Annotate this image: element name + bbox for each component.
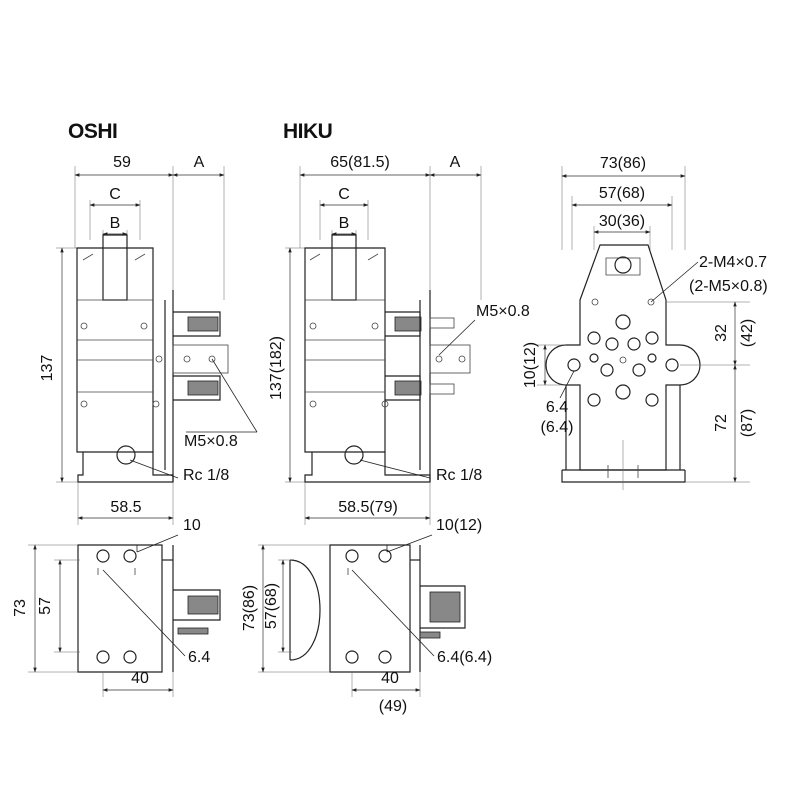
- side-dim-42-label: (42): [739, 319, 756, 347]
- side-inner-width-label: 30(36): [599, 213, 645, 230]
- oshi-height-label: 137: [39, 355, 56, 382]
- oshi-front-view: 59 A C B 137: [39, 154, 258, 525]
- oshi-base-width-label: 58.5: [110, 499, 141, 516]
- hiku-pipe-thread-label: Rc 1/8: [436, 467, 482, 484]
- oshi-outer-height-label: 73: [12, 599, 29, 617]
- side-total-width-label: 73(86): [600, 155, 646, 172]
- hiku-base-width-label: 58.5(79): [338, 499, 398, 516]
- side-hole-alt-label: (6.4): [541, 419, 574, 436]
- oshi-bottom-view: 73 57 10 6.4 40: [12, 517, 221, 697]
- oshi-a-label: A: [194, 154, 205, 171]
- hiku-bottom-view: 73(86) 57(68) 10(12) 6.4(6.4) 40 (49): [241, 517, 492, 715]
- side-mid-width-label: 57(68): [599, 185, 645, 202]
- oshi-hole-dia-label: 6.4: [188, 649, 210, 666]
- side-tap-label: 2-M4×0.7: [699, 254, 767, 271]
- oshi-inner-height-label: 57: [37, 597, 54, 615]
- hiku-hole-dia-label: 6.4(6.4): [437, 649, 492, 666]
- hiku-height-label: 137(182): [268, 336, 285, 400]
- hiku-a-label: A: [450, 154, 461, 171]
- hiku-port-thread-label: M5×0.8: [476, 303, 530, 320]
- oshi-port-thread-label: M5×0.8: [184, 433, 238, 450]
- hiku-inner-height-label: 57(68): [263, 583, 280, 629]
- hiku-hole-pitch-label: 40: [381, 670, 399, 687]
- side-hole-label: 6.4: [546, 399, 568, 416]
- hiku-front-view: 65(81.5) A C B 137(182) M5×0.: [268, 154, 530, 525]
- hiku-title: HIKU: [283, 120, 332, 143]
- oshi-tab-offset-label: 10: [183, 517, 201, 534]
- hiku-width-label: 65(81.5): [330, 154, 390, 171]
- hiku-c-label: C: [338, 186, 350, 203]
- hiku-b-label: B: [339, 215, 350, 232]
- oshi-width-label: 59: [113, 154, 131, 171]
- oshi-title: OSHI: [68, 120, 117, 143]
- oshi-c-label: C: [109, 186, 121, 203]
- hiku-tab-offset-label: 10(12): [436, 517, 482, 534]
- side-dim-32-label: 32: [713, 324, 730, 342]
- hiku-hole-pitch-alt-label: (49): [379, 698, 407, 715]
- side-view: 73(86) 57(68) 30(36): [522, 155, 768, 490]
- oshi-pipe-thread-label: Rc 1/8: [183, 467, 229, 484]
- side-slot-label: 10(12): [522, 342, 539, 388]
- side-tap-alt-label: (2-M5×0.8): [689, 278, 768, 295]
- side-dim-72-label: 72: [713, 414, 730, 432]
- side-dim-87-label: (87): [739, 409, 756, 437]
- oshi-hole-pitch-label: 40: [131, 670, 149, 687]
- hiku-outer-height-label: 73(86): [241, 585, 258, 631]
- oshi-b-label: B: [110, 215, 121, 232]
